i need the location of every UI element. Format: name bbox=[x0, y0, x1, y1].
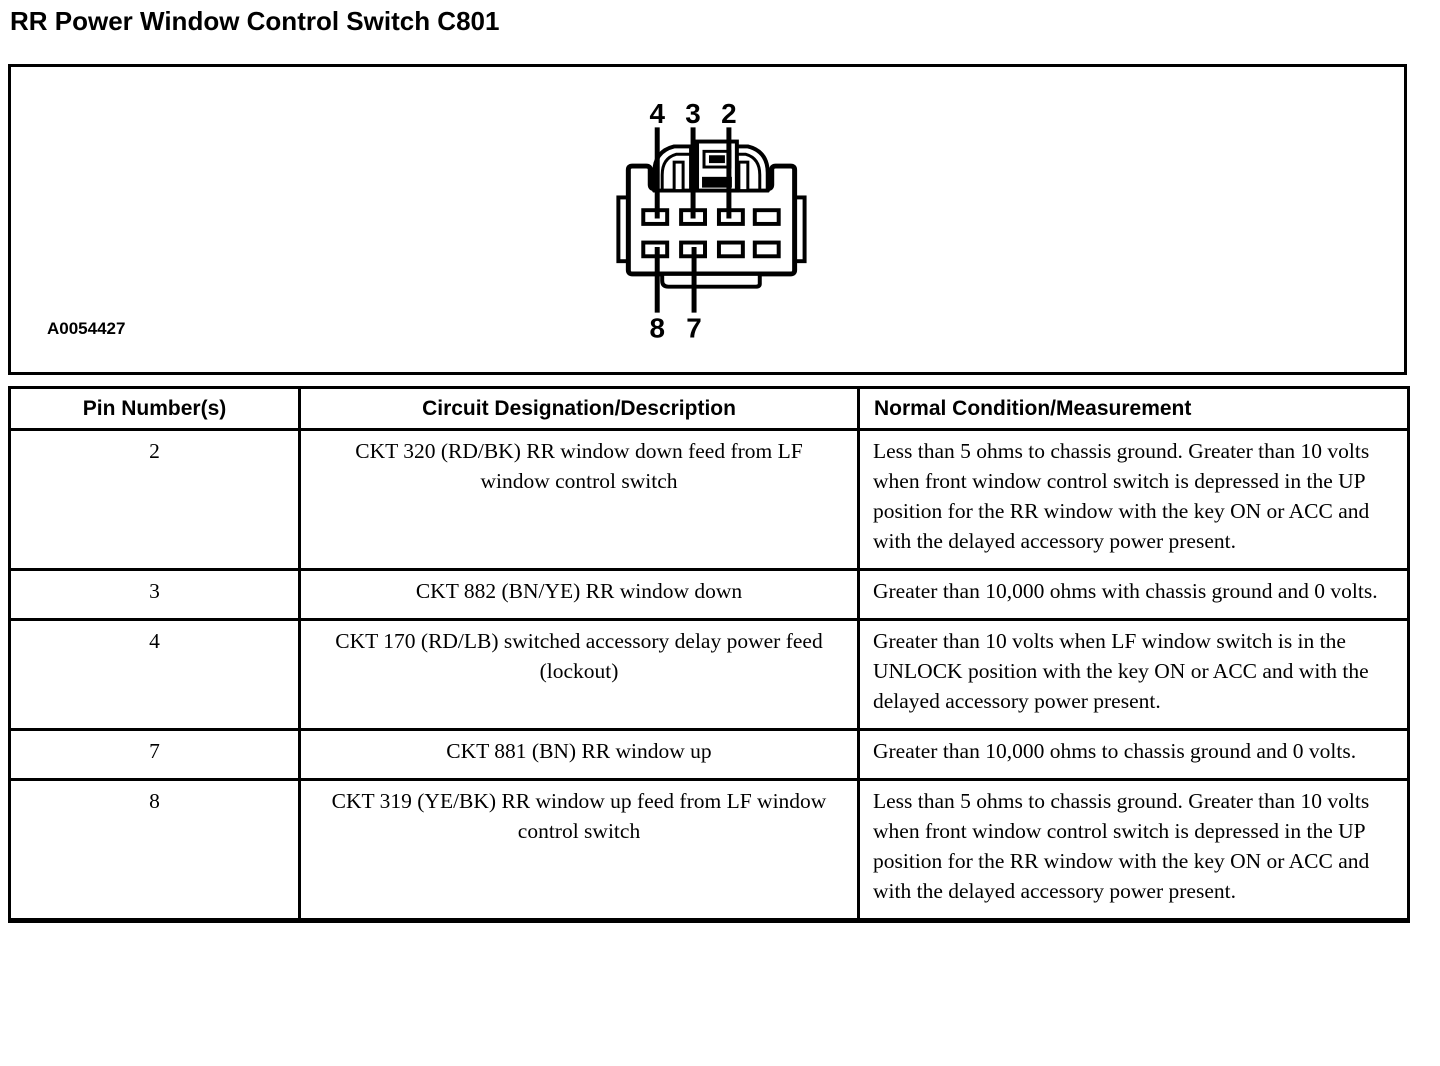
pin-label-4: 4 bbox=[649, 98, 665, 129]
table-header-row: Pin Number(s) Circuit Designation/Descri… bbox=[8, 386, 1410, 431]
cavity-6 bbox=[716, 240, 745, 259]
connector-figure-box: 4 3 2 8 7 A0054427 bbox=[8, 64, 1407, 375]
pin-label-2: 2 bbox=[721, 98, 737, 129]
table-row: 3 CKT 882 (BN/YE) RR window down Greater… bbox=[8, 568, 1410, 621]
latch-left-slot bbox=[672, 160, 685, 193]
latch-lock-tab bbox=[708, 155, 725, 164]
latch-right-slot bbox=[737, 160, 750, 193]
table-row: 8 CKT 319 (YE/BK) RR window up feed from… bbox=[8, 778, 1410, 922]
figure-id-label: A0054427 bbox=[47, 319, 126, 338]
table-row: 7 CKT 881 (BN) RR window up Greater than… bbox=[8, 728, 1410, 781]
pin-number-cell: 3 bbox=[8, 568, 301, 621]
connector-bottom-lip bbox=[660, 271, 762, 289]
pin-label-8: 8 bbox=[649, 313, 665, 344]
connector-diagram: 4 3 2 8 7 bbox=[616, 98, 807, 344]
circuit-description-cell: CKT 881 (BN) RR window up bbox=[298, 728, 860, 781]
pin-number-cell: 4 bbox=[8, 618, 301, 731]
latch-left-wing-inner bbox=[660, 152, 693, 193]
normal-condition-cell: Greater than 10,000 ohms with chassis gr… bbox=[857, 568, 1410, 621]
normal-condition-cell: Greater than 10 volts when LF window swi… bbox=[857, 618, 1410, 731]
latch-right-wing-inner bbox=[729, 152, 762, 193]
pin-label-7: 7 bbox=[686, 313, 702, 344]
page-title: RR Power Window Control Switch C801 bbox=[10, 6, 500, 36]
circuit-description-cell: CKT 882 (BN/YE) RR window down bbox=[298, 568, 860, 621]
pin-number-cell: 8 bbox=[8, 778, 301, 922]
circuit-description-cell: CKT 320 (RD/BK) RR window down feed from… bbox=[298, 428, 860, 571]
header-pin-numbers: Pin Number(s) bbox=[8, 386, 301, 431]
latch-lock-base bbox=[702, 176, 732, 188]
normal-condition-cell: Greater than 10,000 ohms to chassis grou… bbox=[857, 728, 1410, 781]
table-row: 4 CKT 170 (RD/LB) switched accessory del… bbox=[8, 618, 1410, 731]
normal-condition-cell: Less than 5 ohms to chassis ground. Grea… bbox=[857, 428, 1410, 571]
table-row: 2 CKT 320 (RD/BK) RR window down feed fr… bbox=[8, 428, 1410, 571]
pin-label-3: 3 bbox=[685, 98, 701, 129]
circuit-description-cell: CKT 319 (YE/BK) RR window up feed from L… bbox=[298, 778, 860, 922]
header-normal-condition: Normal Condition/Measurement bbox=[857, 386, 1410, 431]
table-body: 2 CKT 320 (RD/BK) RR window down feed fr… bbox=[8, 428, 1410, 922]
pin-number-cell: 2 bbox=[8, 428, 301, 571]
normal-condition-cell: Less than 5 ohms to chassis ground. Grea… bbox=[857, 778, 1410, 922]
cavity-5 bbox=[752, 240, 781, 259]
header-circuit-designation: Circuit Designation/Description bbox=[298, 386, 860, 431]
pin-number-cell: 7 bbox=[8, 728, 301, 781]
cavity-1 bbox=[752, 208, 781, 226]
circuit-description-cell: CKT 170 (RD/LB) switched accessory delay… bbox=[298, 618, 860, 731]
pinout-table: Pin Number(s) Circuit Designation/Descri… bbox=[8, 386, 1410, 923]
